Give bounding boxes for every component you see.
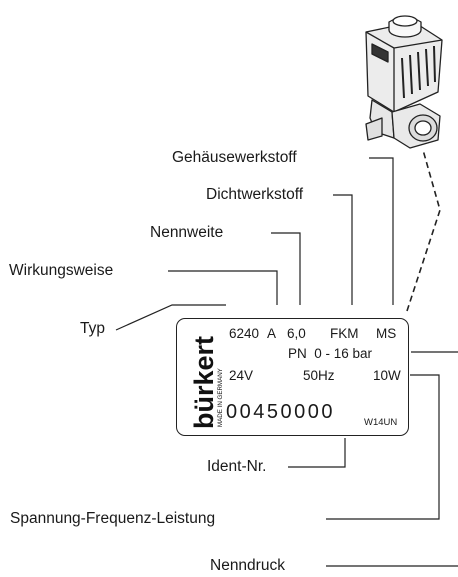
label-spannung-frequenz-leistung: Spannung-Frequenz-Leistung: [10, 510, 216, 527]
label-nenndruck: Nenndruck: [210, 557, 285, 574]
leader-lines: [115, 149, 458, 567]
leader-nennweite: [271, 232, 301, 305]
plate-seal: FKM: [330, 326, 359, 341]
leader-ident-nr: [288, 438, 346, 468]
plate-code: W14UN: [364, 417, 398, 428]
plate-ident-number: 00450000: [226, 401, 335, 423]
leader-dichtwerkstoff: [333, 194, 353, 305]
solenoid-valve-icon: [365, 15, 443, 149]
label-dichtwerkstoff: Dichtwerkstoff: [206, 186, 304, 203]
leader-typ: [115, 304, 226, 331]
dashed-connector: [406, 149, 441, 312]
plate-nominal-size: 6,0: [287, 326, 306, 341]
label-ident-nr: Ident-Nr.: [207, 458, 267, 475]
plate-pressure: PN 0 - 16 bar: [288, 346, 373, 361]
brand-logo-text: bürkert: [189, 336, 219, 429]
made-in-label: MADE IN GERMANY: [217, 368, 224, 427]
leader-wirkungsweise: [168, 270, 278, 305]
plate-power: 10W: [373, 368, 401, 383]
plate-frequency: 50Hz: [303, 368, 335, 383]
label-gehaeusewerkstoff: Gehäusewerkstoff: [172, 149, 297, 166]
plate-function: A: [267, 326, 277, 341]
leader-gehaeusewerkstoff: [369, 157, 394, 305]
buerkert-logo: bürkert MADE IN GERMANY: [183, 323, 225, 431]
leader-spannung: [326, 374, 440, 520]
plate-body: MS: [376, 326, 397, 341]
plate-type: 6240: [229, 326, 260, 341]
plate-voltage: 24V: [229, 368, 254, 383]
label-nennweite: Nennweite: [150, 224, 224, 241]
label-typ: Typ: [80, 320, 105, 337]
label-wirkungsweise: Wirkungsweise: [9, 262, 114, 279]
